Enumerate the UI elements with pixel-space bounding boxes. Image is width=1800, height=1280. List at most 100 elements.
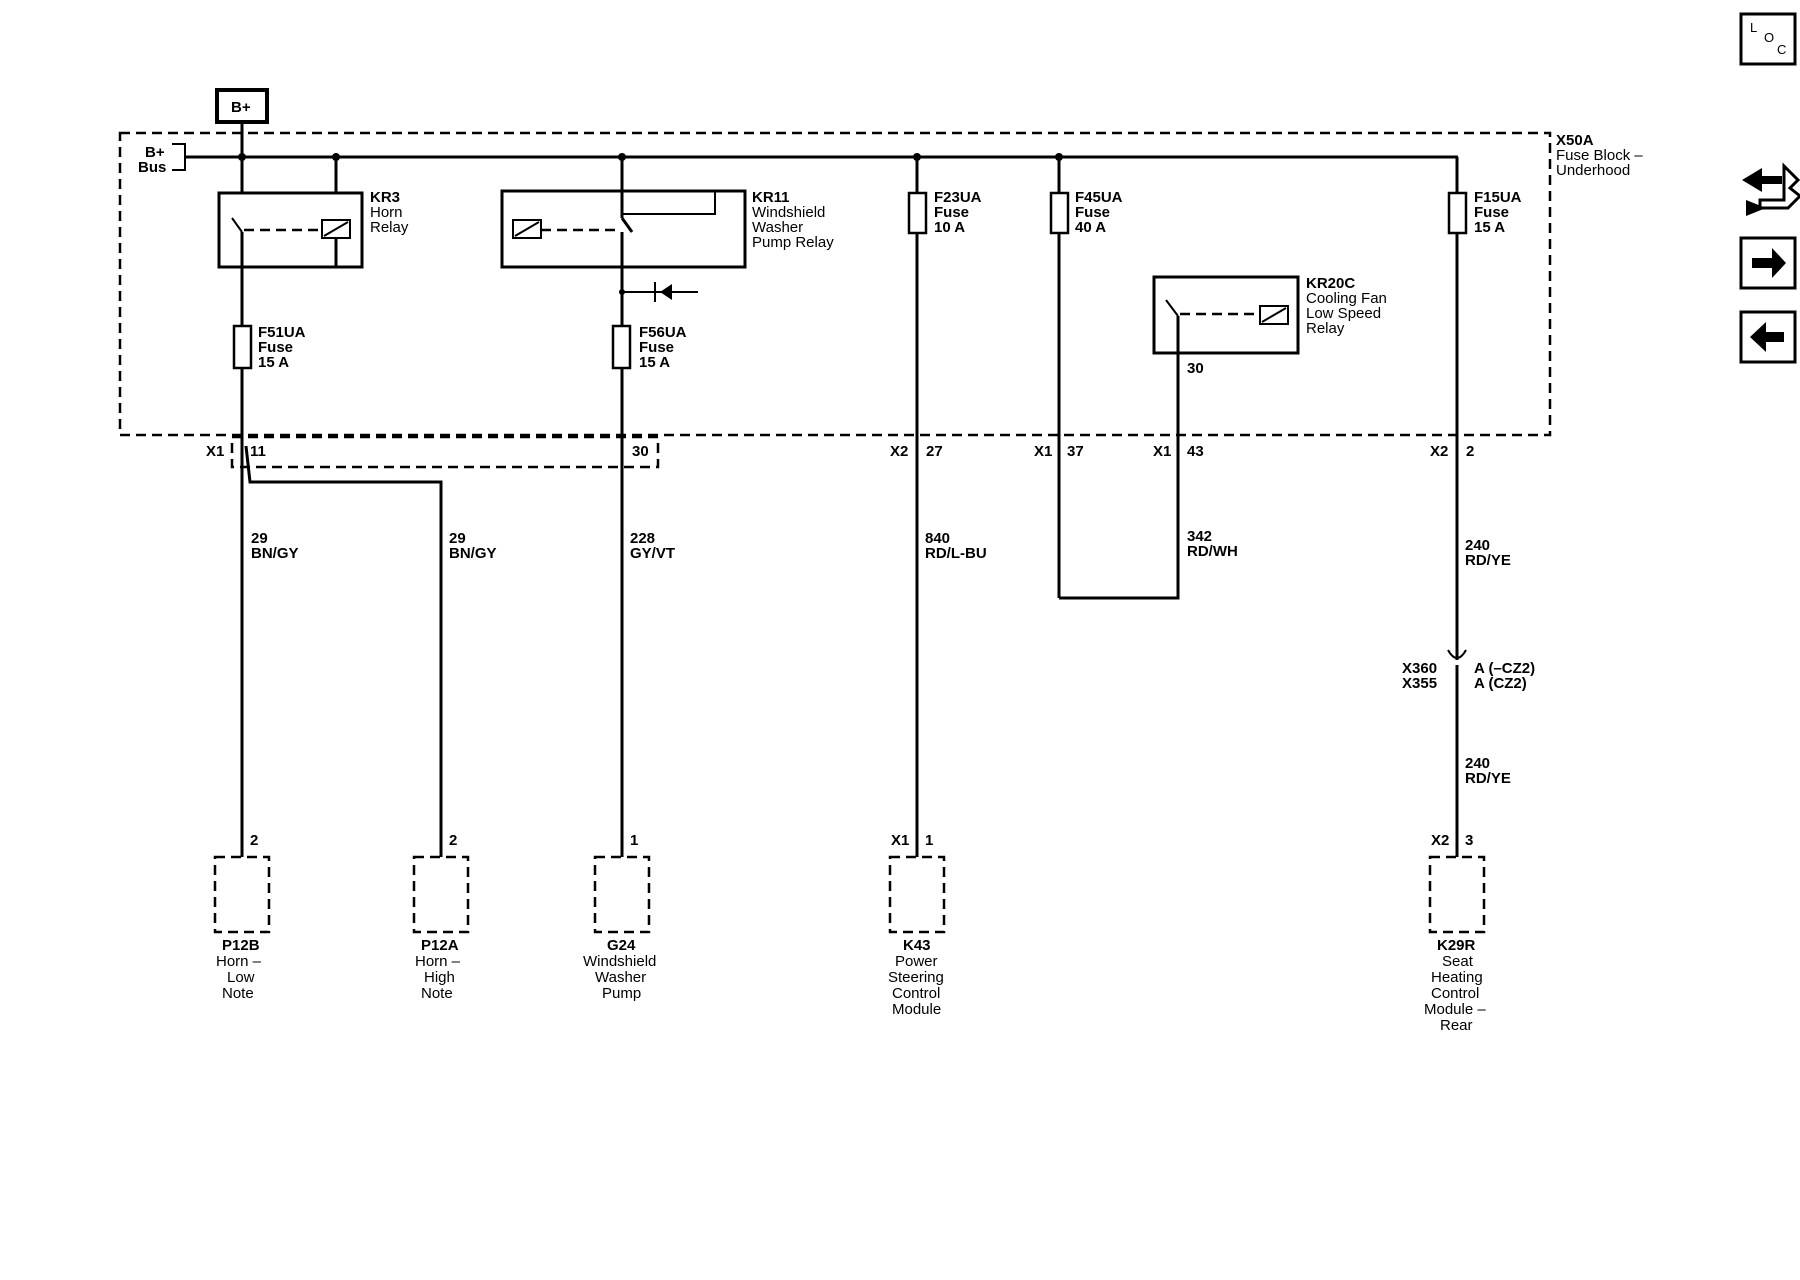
svg-text:X1: X1 [206, 443, 224, 460]
svg-text:11: 11 [250, 443, 266, 460]
component-g24: 1 G24 Windshield Washer Pump [583, 832, 656, 1002]
connector-pin-30: 30 [632, 443, 649, 460]
previous-page-button[interactable] [1739, 310, 1797, 364]
fuse-f51ua: F51UA Fuse 15 A [232, 267, 306, 437]
svg-text:Low: Low [227, 969, 255, 986]
svg-text:High: High [424, 969, 455, 986]
svg-text:X1: X1 [1034, 443, 1052, 460]
location-button[interactable]: L O C [1739, 12, 1797, 66]
svg-text:K29R: K29R [1437, 937, 1476, 954]
connector-x1-37: X1 37 [1034, 443, 1084, 460]
svg-text:P12B: P12B [222, 937, 260, 954]
wire-label-w2: 29 BN/GY [449, 530, 497, 562]
wire-label-w1: 29 BN/GY [251, 530, 299, 562]
svg-text:Fuse: Fuse [1474, 204, 1509, 221]
svg-text:Fuse: Fuse [258, 339, 293, 356]
svg-text:Relay: Relay [370, 219, 409, 236]
next-page-button[interactable] [1739, 236, 1797, 290]
component-k29r: X2 3 K29R Seat Heating Control Module – … [1424, 832, 1486, 1034]
svg-text:X1: X1 [891, 832, 909, 849]
fuse-block-label: X50A Fuse Block – Underhood [1556, 132, 1643, 179]
svg-text:Horn –: Horn – [415, 953, 461, 970]
svg-text:A (–CZ2): A (–CZ2) [1474, 660, 1535, 677]
svg-text:Power: Power [895, 953, 938, 970]
wire-label-w3: 228 GY/VT [630, 530, 675, 562]
svg-text:240: 240 [1465, 755, 1490, 772]
arrow-left-icon [1750, 322, 1784, 352]
svg-text:Fuse: Fuse [639, 339, 674, 356]
svg-text:1: 1 [925, 832, 933, 849]
loc-c: C [1777, 42, 1786, 57]
fuse-f45ua: F45UA Fuse 40 A [1049, 157, 1123, 598]
svg-text:Windshield: Windshield [752, 204, 825, 221]
svg-text:A (CZ2): A (CZ2) [1474, 675, 1527, 692]
component-k43: X1 1 K43 Power Steering Control Module [888, 832, 946, 1018]
svg-text:2: 2 [250, 832, 258, 849]
kr11-washer-pump-relay: KR11 Windshield Washer Pump Relay [500, 157, 834, 269]
svg-text:Relay: Relay [1306, 320, 1345, 337]
svg-text:30: 30 [632, 443, 649, 460]
washer-diode [619, 267, 698, 437]
inline-connector-x360-x355: X360 X355 A (–CZ2) A (CZ2) [1402, 649, 1535, 692]
svg-text:342: 342 [1187, 528, 1212, 545]
svg-text:15 A: 15 A [639, 354, 670, 371]
svg-text:10 A: 10 A [934, 219, 965, 236]
svg-text:X50A: X50A [1556, 132, 1594, 149]
svg-text:Steering: Steering [888, 969, 944, 986]
svg-text:240: 240 [1465, 537, 1490, 554]
svg-text:2: 2 [1466, 443, 1474, 460]
svg-text:Horn: Horn [370, 204, 403, 221]
svg-text:Heating: Heating [1431, 969, 1483, 986]
connector-jump-icon[interactable] [1742, 162, 1800, 216]
svg-text:Pump: Pump [602, 985, 641, 1002]
svg-text:3: 3 [1465, 832, 1473, 849]
svg-text:Fuse: Fuse [1075, 204, 1110, 221]
svg-text:Module: Module [892, 1001, 941, 1018]
svg-text:P12A: P12A [421, 937, 459, 954]
svg-text:X2: X2 [1430, 443, 1448, 460]
component-p12a: 2 P12A Horn – High Note [412, 832, 470, 1002]
battery-plus-source: B+ [215, 88, 269, 124]
arrow-right-icon [1752, 248, 1786, 278]
svg-text:43: 43 [1187, 443, 1204, 460]
svg-text:Underhood: Underhood [1556, 162, 1630, 179]
svg-text:GY/VT: GY/VT [630, 545, 675, 562]
svg-text:Windshield: Windshield [583, 953, 656, 970]
svg-text:15 A: 15 A [1474, 219, 1505, 236]
svg-text:228: 228 [630, 530, 655, 547]
svg-text:RD/WH: RD/WH [1187, 543, 1238, 560]
connector-x1-dashed-box [230, 435, 660, 469]
kr3-horn-relay: KR3 Horn Relay [217, 157, 409, 269]
svg-text:27: 27 [926, 443, 943, 460]
svg-text:Horn –: Horn – [216, 953, 262, 970]
svg-text:F23UA: F23UA [934, 189, 982, 206]
svg-text:Control: Control [892, 985, 940, 1002]
svg-text:F51UA: F51UA [258, 324, 306, 341]
kr20c-cooling-fan-relay: KR20C Cooling Fan Low Speed Relay 30 [1059, 275, 1387, 600]
connector-x1-43: X1 43 [1153, 443, 1204, 460]
svg-text:2: 2 [449, 832, 457, 849]
fuse-f15ua: F15UA Fuse 15 A [1447, 157, 1522, 645]
svg-text:RD/YE: RD/YE [1465, 552, 1511, 569]
svg-text:840: 840 [925, 530, 950, 547]
svg-text:Low Speed: Low Speed [1306, 305, 1381, 322]
svg-text:X2: X2 [890, 443, 908, 460]
fuse-f23ua: F23UA Fuse 10 A [907, 157, 982, 847]
svg-text:Fuse: Fuse [934, 204, 969, 221]
svg-text:37: 37 [1067, 443, 1084, 460]
svg-text:Cooling Fan: Cooling Fan [1306, 290, 1387, 307]
bplus-bus-label: B+ Bus [138, 143, 186, 176]
loc-o: O [1764, 30, 1774, 45]
svg-text:RD/YE: RD/YE [1465, 770, 1511, 787]
svg-text:F56UA: F56UA [639, 324, 687, 341]
svg-text:15 A: 15 A [258, 354, 289, 371]
svg-text:Control: Control [1431, 985, 1479, 1002]
svg-text:F45UA: F45UA [1075, 189, 1123, 206]
fuse-f56ua: F56UA Fuse 15 A [611, 324, 687, 371]
fuse-block-outline [118, 131, 1552, 437]
svg-text:Washer: Washer [595, 969, 646, 986]
svg-text:KR3: KR3 [370, 189, 400, 206]
component-p12b: 2 P12B Horn – Low Note [213, 832, 271, 1002]
svg-text:1: 1 [630, 832, 638, 849]
svg-text:BN/GY: BN/GY [449, 545, 497, 562]
